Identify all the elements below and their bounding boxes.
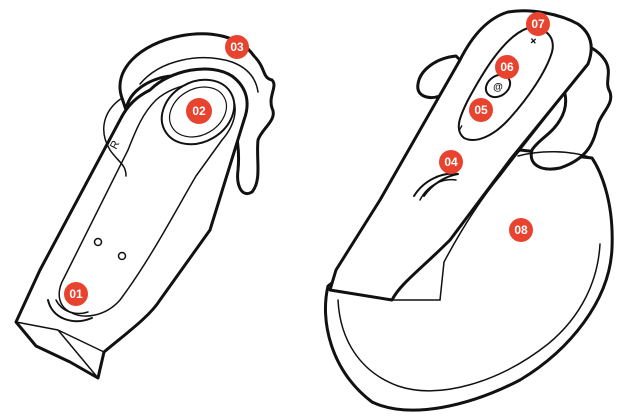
callout-04: 04 <box>439 150 463 174</box>
callout-06: 06 <box>495 55 519 79</box>
left-headset: R <box>16 34 274 378</box>
right-headset: @ + − <box>325 11 612 410</box>
callout-05: 05 <box>469 98 493 122</box>
callout-02: 02 <box>186 98 212 124</box>
callout-08-label: 08 <box>514 223 528 237</box>
right-power-glyph: @ <box>493 82 503 93</box>
callout-07-label: 07 <box>531 17 545 31</box>
callout-01: 01 <box>64 282 88 306</box>
callout-02-label: 02 <box>192 104 206 118</box>
callout-08: 08 <box>509 218 533 242</box>
callout-05-label: 05 <box>474 103 488 117</box>
callout-03: 03 <box>225 35 249 59</box>
callout-04-label: 04 <box>444 155 458 169</box>
callout-03-label: 03 <box>230 40 244 54</box>
callout-07: 07 <box>526 12 550 36</box>
callout-06-label: 06 <box>500 60 514 74</box>
callout-01-label: 01 <box>69 287 83 301</box>
